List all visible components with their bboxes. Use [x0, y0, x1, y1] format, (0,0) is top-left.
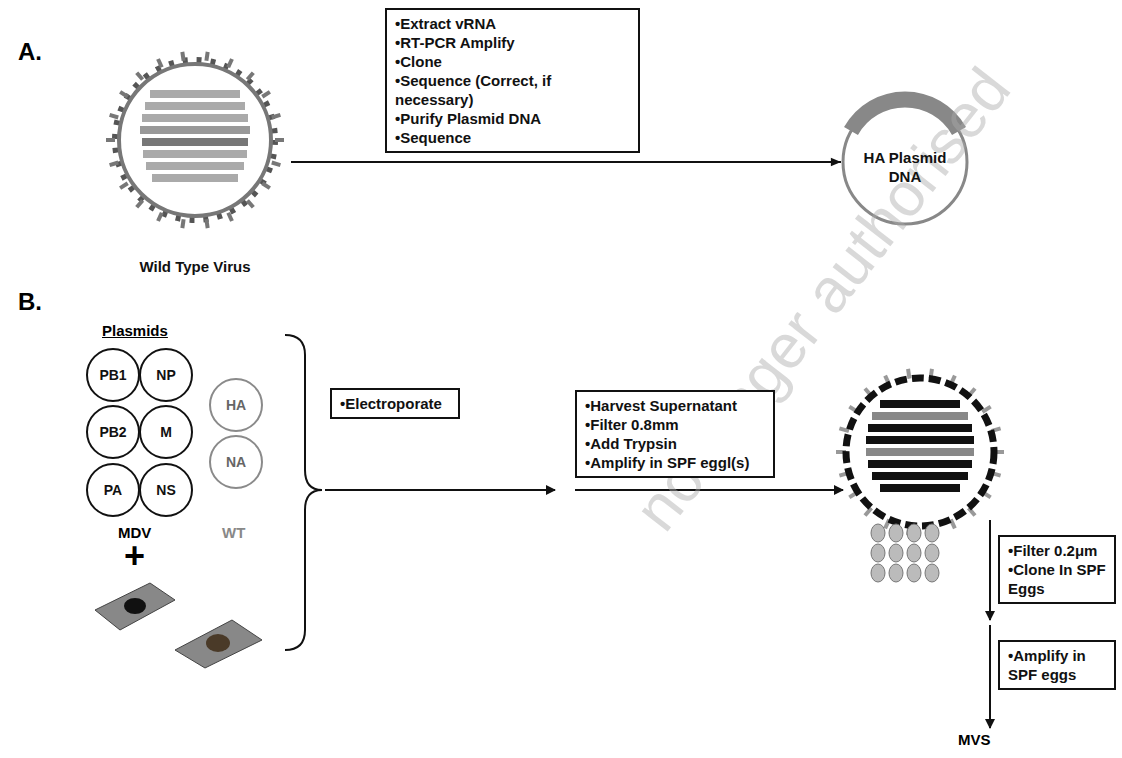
- arrowhead: [831, 158, 841, 167]
- step-text: •Sequence (Correct, if necessary): [395, 71, 630, 109]
- egg: [889, 564, 903, 582]
- egg-grid: [871, 524, 939, 582]
- spike: [182, 219, 183, 228]
- step-text: •Amplify in SPF eggl(s): [585, 453, 765, 472]
- spike: [982, 407, 990, 412]
- egg: [889, 544, 903, 562]
- spike: [137, 200, 143, 207]
- segment-name: M: [160, 424, 172, 440]
- spike: [262, 183, 270, 188]
- bracket: [285, 335, 322, 650]
- step-text: •Filter 0.2μm: [1008, 541, 1106, 560]
- label: B.: [18, 288, 42, 316]
- plasmid-circle: M: [139, 405, 193, 459]
- plasmid-circle: NP: [139, 348, 193, 402]
- egg: [871, 544, 885, 562]
- plasmid-circle: NA: [209, 435, 263, 489]
- spike: [206, 52, 207, 61]
- egg: [871, 524, 885, 542]
- virus-illustration: [106, 52, 284, 228]
- flow-arrow: [989, 625, 991, 728]
- step-text: •Clone In SPF Eggs: [1008, 560, 1106, 598]
- process-box: •Filter 0.2μm•Clone In SPF Eggs: [998, 535, 1116, 604]
- spike: [182, 52, 183, 61]
- step-text: •Add Trypsin: [585, 434, 765, 453]
- plasmid-circle: PB1: [86, 348, 140, 402]
- spike: [110, 163, 119, 166]
- process-box: •Amplify in SPF eggs: [998, 640, 1116, 690]
- spike: [137, 73, 143, 80]
- plasmid-circle: HA: [209, 378, 263, 432]
- spike: [951, 519, 955, 528]
- virus-node: Wild Type Virus: [105, 50, 285, 275]
- step-text: •Clone: [395, 52, 630, 71]
- connector-arrow: [291, 158, 841, 167]
- plasmid-circle: PA: [86, 463, 140, 517]
- connector-line: [291, 161, 841, 163]
- segment-name: NP: [156, 367, 175, 383]
- caption: Wild Type Virus: [140, 258, 251, 275]
- plasmid-node: HA Plasmid DNA: [843, 100, 967, 224]
- label: MVS: [958, 731, 991, 748]
- label: WT: [222, 524, 245, 541]
- egg: [925, 544, 939, 562]
- egg: [925, 564, 939, 582]
- egg: [907, 544, 921, 562]
- egg: [871, 564, 885, 582]
- spike: [110, 115, 119, 118]
- spike: [120, 92, 128, 97]
- process-box: •Electroporate: [330, 388, 460, 419]
- spike: [262, 92, 270, 97]
- step-text: •Filter 0.8mm: [585, 415, 765, 434]
- spike: [247, 200, 253, 207]
- egg: [889, 524, 903, 542]
- plasmid-circle: PB2: [86, 405, 140, 459]
- virus-illustration: [836, 369, 1004, 535]
- spike: [228, 213, 232, 221]
- egg: [907, 564, 921, 582]
- segment-name: PB2: [99, 424, 126, 440]
- plasmid-circle: NS: [139, 463, 193, 517]
- spike: [272, 163, 281, 166]
- process-box: •Harvest Supernatant•Filter 0.8mm•Add Tr…: [575, 390, 775, 478]
- egg: [907, 524, 921, 542]
- flow-arrow: [989, 520, 991, 620]
- segment-name: PB1: [99, 367, 126, 383]
- spike: [247, 73, 253, 80]
- label: +: [124, 535, 145, 577]
- step-text: •Sequence: [395, 128, 630, 147]
- segment-name: HA Plasmid DNA: [861, 148, 949, 186]
- label: Plasmids: [102, 322, 168, 339]
- spike: [120, 183, 128, 188]
- spike: [272, 115, 281, 118]
- spike: [908, 369, 909, 379]
- segment-name: PA: [104, 482, 122, 498]
- segment-name: HA: [226, 397, 246, 413]
- segment-name: NA: [226, 454, 246, 470]
- segment-name: NS: [156, 482, 175, 498]
- step-text: •Electroporate: [340, 394, 450, 413]
- step-text: •Amplify in SPF eggs: [1008, 646, 1106, 684]
- process-box: •Extract vRNA•RT-PCR Amplify•Clone•Seque…: [385, 8, 640, 153]
- spike: [158, 59, 162, 67]
- spike: [275, 138, 284, 142]
- egg: [925, 524, 939, 542]
- spike: [228, 59, 232, 67]
- step-text: •Harvest Supernatant: [585, 396, 765, 415]
- flow-arrow: [325, 489, 555, 491]
- step-text: •RT-PCR Amplify: [395, 33, 630, 52]
- spike: [206, 219, 207, 228]
- step-text: •Extract vRNA: [395, 14, 630, 33]
- step-text: •Purify Plasmid DNA: [395, 109, 630, 128]
- cell-illustration: [95, 583, 262, 668]
- spike: [106, 138, 115, 142]
- label: A.: [18, 38, 42, 66]
- spike: [158, 213, 162, 221]
